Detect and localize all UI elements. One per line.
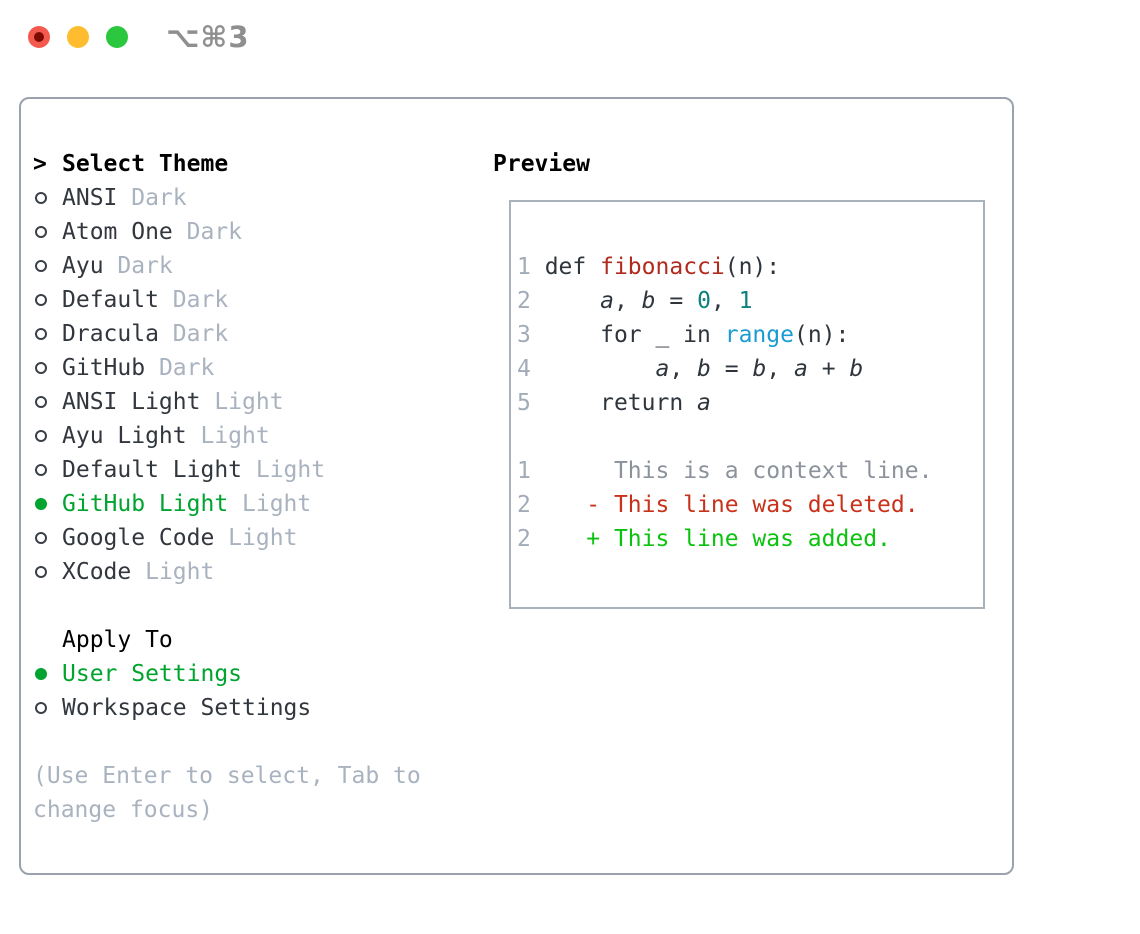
radio-selected-icon	[33, 498, 62, 510]
preview-code-line: 5 return a	[517, 390, 711, 416]
keyboard-hint-text: (Use Enter to select, Tab to change focu…	[33, 763, 421, 823]
option-label: Dracula	[62, 321, 159, 347]
preview-code-line: 4 a, b = b, a + b	[517, 356, 864, 382]
preview-code-box: 1 def fibonacci(n): 2 a, b = 0, 1 3 for _ …	[509, 200, 985, 609]
radio-icon	[33, 260, 62, 272]
select-theme-header-row: > Select Theme	[33, 147, 493, 181]
radio-icon	[33, 396, 62, 408]
preview-code-line: 2 - This line was deleted.	[517, 492, 919, 518]
cursor-prompt-icon: >	[33, 151, 47, 177]
theme-option-xcode[interactable]: XCode Light	[33, 555, 493, 589]
preview-code-line: 1 This is a context line.	[517, 458, 933, 484]
radio-icon	[33, 532, 62, 544]
theme-option-ayu-light[interactable]: Ayu Light Light	[33, 419, 493, 453]
zoom-button[interactable]	[106, 26, 128, 48]
option-variant-label: Light	[200, 389, 284, 415]
option-label: Ayu	[62, 253, 104, 279]
preview-code-line: 2 a, b = 0, 1	[517, 288, 753, 314]
option-label: Workspace Settings	[62, 695, 312, 721]
option-variant-label: Light	[242, 457, 326, 483]
option-variant-label: Dark	[158, 321, 229, 347]
close-dot-icon	[34, 32, 44, 42]
spacer	[33, 589, 493, 623]
select-theme-title: Select Theme	[62, 151, 229, 177]
radio-icon	[33, 192, 62, 204]
radio-icon	[33, 464, 62, 476]
theme-option-ansi-light[interactable]: ANSI Light Light	[33, 385, 493, 419]
option-label: GitHub Light	[62, 491, 229, 517]
spacer	[33, 725, 493, 759]
option-label: Default	[62, 287, 159, 313]
apply-to-title: Apply To	[62, 627, 173, 653]
option-label: Google Code	[62, 525, 215, 551]
window-title: ⌥⌘3	[166, 20, 250, 54]
theme-option-ansi[interactable]: ANSI Dark	[33, 181, 493, 215]
theme-option-google-code[interactable]: Google Code Light	[33, 521, 493, 555]
preview-code-line: 1 def fibonacci(n):	[517, 254, 781, 280]
radio-icon	[33, 294, 62, 306]
close-button[interactable]	[28, 26, 50, 48]
option-label: Atom One	[62, 219, 173, 245]
apply-to-header-row: Apply To	[33, 623, 493, 657]
radio-icon	[33, 226, 62, 238]
preview-code-line: 2 + This line was added.	[517, 526, 891, 552]
preview-code-line: 3 for _ in range(n):	[517, 322, 850, 348]
option-variant-label: Light	[131, 559, 215, 585]
theme-option-dracula[interactable]: Dracula Dark	[33, 317, 493, 351]
option-variant-label: Dark	[117, 185, 187, 211]
radio-icon	[33, 430, 62, 442]
preview-code-line	[517, 420, 983, 454]
option-label: XCode	[62, 559, 132, 585]
option-variant-label: Dark	[158, 287, 229, 313]
option-label: ANSI Light	[62, 389, 201, 415]
theme-option-github[interactable]: GitHub Dark	[33, 351, 493, 385]
radio-icon	[33, 566, 62, 578]
theme-option-github-light[interactable]: GitHub Light Light	[33, 487, 493, 521]
option-variant-label: Dark	[145, 355, 215, 381]
titlebar: ⌥⌘3	[0, 0, 1140, 74]
theme-option-default-light[interactable]: Default Light Light	[33, 453, 493, 487]
option-label: GitHub	[62, 355, 146, 381]
option-label: User Settings	[62, 661, 243, 687]
minimize-button[interactable]	[67, 26, 89, 48]
radio-icon	[33, 702, 62, 714]
option-variant-label: Light	[214, 525, 298, 551]
apply-option-workspace-settings[interactable]: Workspace Settings	[33, 691, 493, 725]
radio-selected-icon	[33, 668, 62, 680]
apply-option-user-settings[interactable]: User Settings	[33, 657, 493, 691]
radio-icon	[33, 328, 62, 340]
preview-title: Preview	[493, 151, 590, 177]
theme-option-atom-one[interactable]: Atom One Dark	[33, 215, 493, 249]
option-label: ANSI	[62, 185, 118, 211]
option-variant-label: Light	[186, 423, 270, 449]
theme-option-ayu[interactable]: Ayu Dark	[33, 249, 493, 283]
option-variant-label: Dark	[103, 253, 173, 279]
option-variant-label: Dark	[172, 219, 243, 245]
theme-option-default[interactable]: Default Dark	[33, 283, 493, 317]
option-label: Ayu Light	[62, 423, 187, 449]
radio-icon	[33, 362, 62, 374]
option-label: Default Light	[62, 457, 243, 483]
preview-code-lines: 1 def fibonacci(n): 2 a, b = 0, 1 3 for _ …	[517, 250, 983, 556]
option-variant-label: Light	[228, 491, 312, 517]
